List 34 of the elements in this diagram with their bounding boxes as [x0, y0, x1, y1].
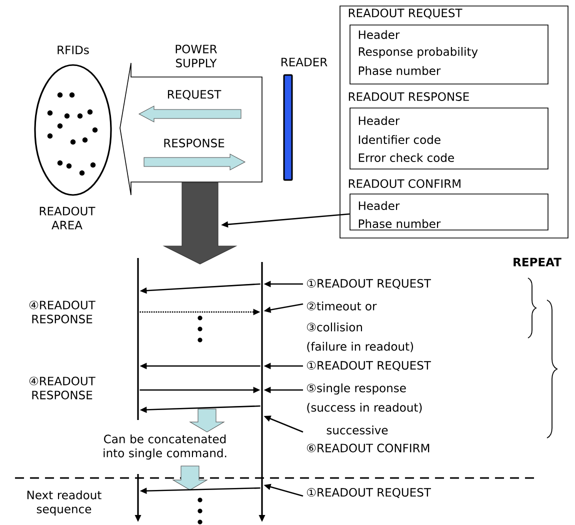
area-title: RFIDs — [58, 46, 89, 54]
response-label: RESPONSE — [164, 138, 224, 148]
annotation-text: ①READOUT REQUEST — [307, 361, 431, 371]
response-label: ④READOUT RESPONSE — [29, 300, 96, 324]
repeat-label: REPEAT — [514, 258, 562, 266]
annotation-text: (failure in readout) — [307, 342, 414, 352]
format-title: READOUT CONFIRM — [348, 179, 460, 188]
big-down-arrow — [162, 182, 238, 264]
annotation-text: ③collision — [307, 322, 362, 332]
field-name: Identifier code — [358, 135, 440, 144]
note: Can be concatenated into single command. — [104, 434, 226, 460]
power-supply-title: POWER SUPPLY — [176, 44, 217, 68]
annotation-text: (success in readout) — [307, 402, 422, 414]
annotation-text: successive — [326, 426, 388, 434]
reader-title: READER — [282, 58, 328, 66]
format-title: READOUT RESPONSE — [348, 92, 469, 101]
field-name: Header — [358, 30, 400, 40]
format-title: READOUT REQUEST — [348, 8, 462, 19]
annotation-text: ⑤single response — [307, 383, 406, 395]
sequence-label: Next readout sequence — [27, 490, 102, 516]
response-label: ④READOUT RESPONSE — [29, 376, 96, 400]
area-caption: READOUT AREA — [40, 206, 96, 230]
annotation-text: ⑥READOUT CONFIRM — [307, 444, 430, 452]
annotation-text: ②timeout or — [307, 302, 377, 310]
field-name: Header — [358, 201, 400, 210]
field-name: Phase number — [358, 66, 441, 76]
field-name: Error check code — [358, 153, 454, 162]
annotation-text: ①READOUT REQUEST — [307, 488, 431, 498]
format-panel — [340, 6, 568, 238]
request-label: REQUEST — [168, 90, 222, 100]
annotation-text: ①READOUT REQUEST — [307, 279, 431, 289]
field-name: Header — [358, 116, 400, 126]
field-name: Phase number — [358, 219, 441, 228]
field-name: Response probability — [358, 47, 478, 58]
